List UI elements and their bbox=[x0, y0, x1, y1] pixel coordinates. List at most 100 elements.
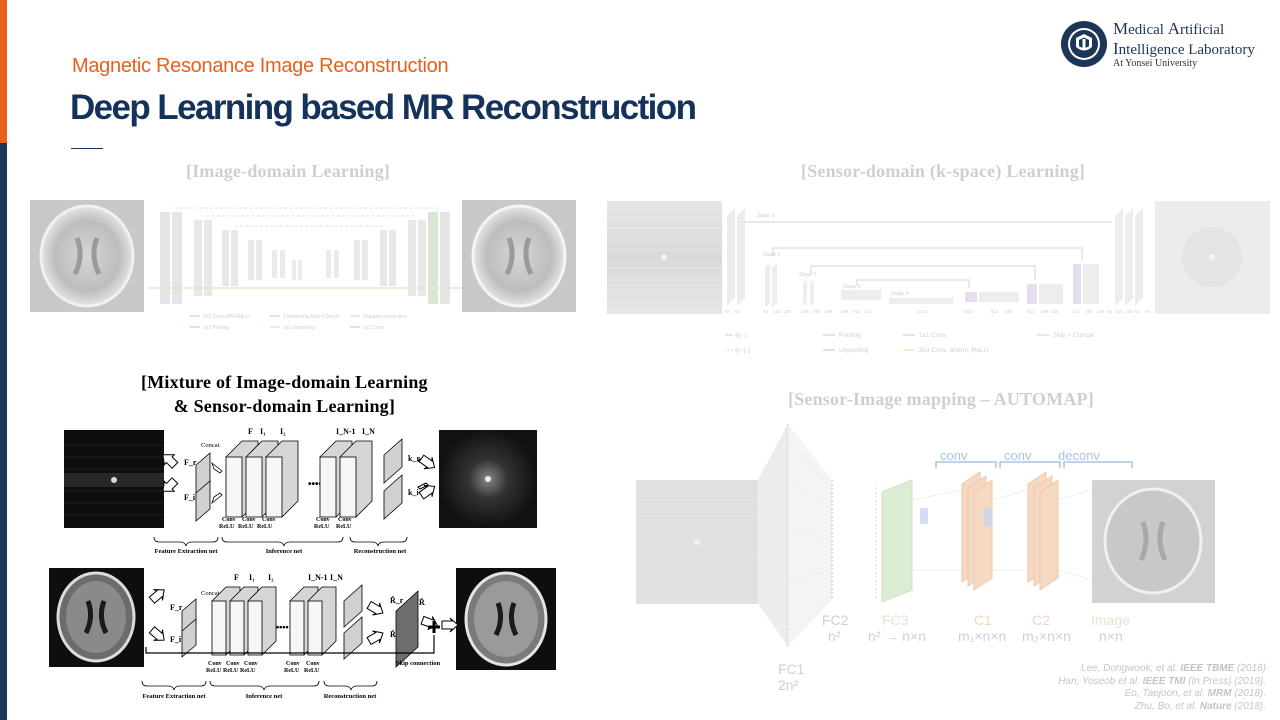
mixture-figure: F_r F_i Concat F I₁ I₂ I_N-1 I_N k_r k_i… bbox=[49, 427, 556, 700]
svg-text:512: 512 bbox=[853, 309, 861, 314]
svg-text:ReLU: ReLU bbox=[257, 524, 273, 530]
lab-name-line3: At Yonsei University bbox=[1113, 58, 1198, 69]
heading-mixture-line1: [Mixture of Image-domain Learning bbox=[141, 372, 428, 392]
sensor-unet-diagram bbox=[727, 208, 1143, 308]
slide-title: Deep Learning based MR Reconstruction bbox=[70, 88, 697, 127]
sum-output-block bbox=[395, 590, 419, 668]
svg-text:F_i: F_i bbox=[170, 635, 182, 644]
svg-text:128: 128 bbox=[773, 309, 781, 314]
svg-text:Conv: Conv bbox=[244, 661, 258, 667]
svg-text:3x3 Conv+BN+ReLU: 3x3 Conv+BN+ReLU bbox=[203, 314, 250, 320]
svg-text:256: 256 bbox=[1005, 309, 1013, 314]
svg-text:64: 64 bbox=[735, 309, 741, 314]
braces-top bbox=[153, 536, 408, 547]
svg-text:3x3 Conv, bnorm, ReLU: 3x3 Conv, bnorm, ReLU bbox=[919, 347, 989, 354]
svg-text:m₁×n×n: m₁×n×n bbox=[958, 628, 1006, 644]
svg-text:ReLU: ReLU bbox=[219, 524, 235, 530]
svg-text:ReLU: ReLU bbox=[206, 668, 222, 674]
ellipsis-top: •••• bbox=[308, 479, 323, 490]
references: Lee, Dongwook, et al. IEEE TBME (2018) H… bbox=[1058, 663, 1266, 713]
svg-text:512: 512 bbox=[1073, 309, 1081, 314]
svg-text:512: 512 bbox=[991, 309, 999, 314]
svg-text:Stage 4: Stage 4 bbox=[891, 291, 908, 297]
ellipsis-bottom: •••• bbox=[276, 622, 289, 632]
svg-text:I₁: I₁ bbox=[249, 573, 255, 582]
svg-text:deconv: deconv bbox=[1058, 448, 1100, 463]
svg-text:Conv: Conv bbox=[222, 517, 236, 523]
svg-text:Stage 3: Stage 3 bbox=[843, 284, 860, 290]
svg-text:R̂: R̂ bbox=[419, 597, 425, 607]
svg-text:conv: conv bbox=[1004, 448, 1032, 463]
svg-text:512: 512 bbox=[865, 309, 873, 314]
svg-text:128: 128 bbox=[783, 309, 791, 314]
svg-text:Inference net: Inference net bbox=[246, 693, 283, 700]
svg-text:ReLU: ReLU bbox=[304, 668, 320, 674]
c2-layer bbox=[1027, 471, 1059, 591]
svg-text:ReLU: ReLU bbox=[284, 668, 300, 674]
svg-text:Reconstruction net: Reconstruction net bbox=[354, 548, 407, 555]
heading-image-domain: [Image-domain Learning] bbox=[186, 161, 391, 181]
svg-text:128: 128 bbox=[801, 309, 809, 314]
svg-text:Conv: Conv bbox=[286, 661, 300, 667]
image-domain-figure: 3x3 Conv+BN+ReLU Contracting Path+Concat… bbox=[30, 200, 576, 331]
fc1-fan bbox=[758, 424, 788, 646]
reconstruction-blocks-bottom bbox=[343, 584, 363, 660]
svg-text:Concat: Concat bbox=[201, 442, 220, 449]
svg-text:n² → n×n: n² → n×n bbox=[868, 628, 926, 644]
fc3-layer bbox=[881, 479, 913, 603]
svg-text:64: 64 bbox=[1135, 309, 1141, 314]
skip-plus-icon bbox=[428, 621, 440, 633]
svg-text:Conv: Conv bbox=[262, 517, 276, 523]
svg-text:Conv: Conv bbox=[226, 661, 240, 667]
heading-automap: [Sensor-Image mapping – AUTOMAP] bbox=[788, 389, 1094, 409]
svg-text:Skip + Concat: Skip + Concat bbox=[1053, 332, 1094, 339]
sensor-stage-labels: Stage 0 Stage 1 Stage 2 Stage 3 Stage 4 bbox=[757, 213, 908, 297]
inference-blocks-top-a bbox=[225, 440, 299, 518]
svg-text:I_N: I_N bbox=[362, 427, 375, 436]
svg-text:256: 256 bbox=[1115, 309, 1123, 314]
svg-text:Conv: Conv bbox=[338, 517, 352, 523]
svg-text:Feature Extraction net: Feature Extraction net bbox=[154, 548, 218, 555]
svg-text:64: 64 bbox=[1107, 309, 1113, 314]
svg-text:n×n: n×n bbox=[1099, 628, 1123, 644]
svg-text:F: F bbox=[234, 573, 239, 582]
skip-connection-line bbox=[145, 635, 435, 654]
svg-text:Inference net: Inference net bbox=[266, 548, 303, 555]
svg-text:Feature Extraction net: Feature Extraction net bbox=[142, 693, 206, 700]
svg-text:n²: n² bbox=[828, 628, 841, 644]
automap-figure: conv conv deconv FC1 2n² FC2 n² FC3 n² →… bbox=[636, 424, 1215, 693]
svg-text:Skipped connection: Skipped connection bbox=[363, 314, 407, 320]
sensor-domain-figure: Stage 0 Stage 1 Stage 2 Stage 3 Stage 4 … bbox=[607, 201, 1270, 355]
svg-text:I₂: I₂ bbox=[280, 427, 286, 436]
svg-text:C2: C2 bbox=[1032, 612, 1050, 628]
conv-labels-bottom: Conv Conv Conv Conv Conv ReLU ReLU ReLU … bbox=[206, 661, 320, 674]
inference-blocks-bottom-b bbox=[289, 586, 337, 656]
reference-item: Han, Yoseob et al. IEEE TMI (In Press) (… bbox=[1058, 675, 1266, 687]
image-domain-legend: 3x3 Conv+BN+ReLU Contracting Path+Concat… bbox=[190, 314, 407, 331]
sensor-legend: 𝔑[·] 𝔑⁻¹[·] Pooling 1x1 Conv Skip + Conc… bbox=[725, 332, 1094, 355]
svg-text:F: F bbox=[248, 427, 253, 436]
svg-text:𝔑[·]: 𝔑[·] bbox=[735, 333, 746, 340]
svg-text:2x2 Unpooling: 2x2 Unpooling bbox=[283, 325, 315, 331]
slide-subtitle: Magnetic Resonance Image Reconstruction bbox=[72, 55, 449, 77]
bottom-symbols: F_r F_i Concat F I₁ I₂ I_N-1 I_N R̂_r R̂… bbox=[170, 573, 425, 644]
svg-text:C1: C1 bbox=[974, 612, 992, 628]
accent-bar-navy bbox=[0, 143, 7, 720]
svg-text:I_N: I_N bbox=[330, 573, 343, 582]
lab-name-line2: Intelligence Laboratory bbox=[1113, 39, 1255, 58]
svg-text:Skip connection: Skip connection bbox=[396, 660, 441, 667]
svg-text:Pooling: Pooling bbox=[839, 332, 861, 339]
svg-text:ReLU: ReLU bbox=[336, 524, 352, 530]
svg-text:256: 256 bbox=[1085, 309, 1093, 314]
svg-text:F_r: F_r bbox=[170, 603, 183, 612]
mr-input-image bbox=[30, 200, 144, 312]
svg-text:2n²: 2n² bbox=[778, 677, 799, 693]
feature-extraction-blocks-bottom bbox=[181, 598, 197, 658]
heading-sensor-domain: [Sensor-domain (k-space) Learning] bbox=[801, 161, 1086, 181]
svg-text:Stage 0: Stage 0 bbox=[757, 213, 774, 219]
mr-output-bottom bbox=[456, 568, 556, 670]
c1-layer bbox=[961, 471, 993, 591]
svg-text:Unpooling: Unpooling bbox=[839, 347, 869, 354]
svg-text:ReLU: ReLU bbox=[223, 668, 239, 674]
svg-text:Reconstruction net: Reconstruction net bbox=[324, 693, 377, 700]
